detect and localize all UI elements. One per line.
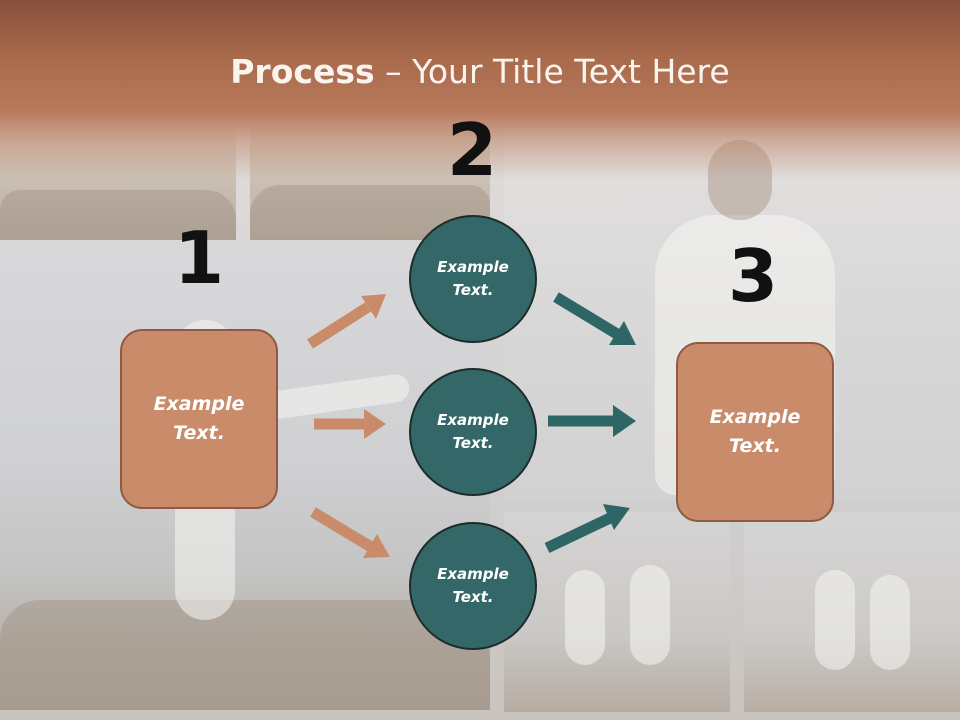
karate-figure: [565, 570, 605, 665]
arrow-1-to-circle-3: [310, 507, 390, 558]
step-2-circle-1[interactable]: Example Text.: [409, 215, 537, 343]
step-1-label: Example Text.: [153, 393, 245, 444]
step-3-number: 3: [727, 234, 779, 318]
arrow-circle-1-to-3: [553, 292, 636, 345]
background-photo: [504, 512, 730, 712]
karate-figure: [870, 575, 910, 670]
karate-figure: [630, 565, 670, 665]
rocks-decoration: [0, 190, 236, 240]
circle-3-label: Example Text.: [437, 565, 509, 606]
arrow-circle-3-to-3: [544, 504, 630, 553]
step-2-circle-2[interactable]: Example Text.: [409, 368, 537, 496]
step-2-number: 2: [446, 108, 498, 192]
title-strong: Process: [230, 52, 375, 91]
circle-1-label: Example Text.: [437, 258, 509, 299]
arrow-circle-2-to-3: [548, 405, 636, 437]
step-3-box[interactable]: Example Text.: [676, 342, 834, 522]
step-1-box[interactable]: Example Text.: [120, 329, 278, 509]
step-1-number: 1: [173, 216, 225, 300]
title-rest: – Your Title Text Here: [374, 52, 730, 91]
rocks-decoration: [0, 600, 490, 710]
title-band: [0, 0, 960, 180]
arrow-1-to-circle-2: [314, 409, 386, 439]
arrow-1-to-circle-1: [307, 294, 386, 349]
karate-figure: [815, 570, 855, 670]
step-2-circle-3[interactable]: Example Text.: [409, 522, 537, 650]
circle-2-label: Example Text.: [437, 411, 509, 452]
slide-title[interactable]: Process – Your Title Text Here: [0, 52, 960, 91]
step-3-label: Example Text.: [709, 406, 801, 457]
